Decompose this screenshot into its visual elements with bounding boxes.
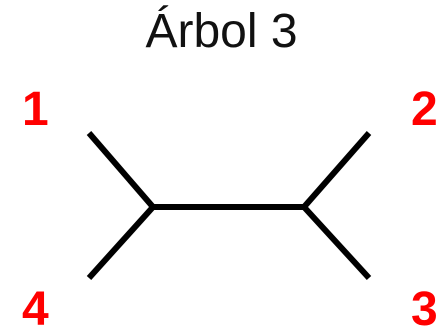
edge-leaf-1 xyxy=(86,131,156,209)
edge-leaf-4 xyxy=(86,204,156,281)
leaf-label-3: 3 xyxy=(411,283,438,336)
leaf-label-1: 1 xyxy=(22,83,49,136)
leaf-label-2: 2 xyxy=(411,83,438,136)
edge-leaf-2 xyxy=(301,131,372,209)
edge-leaf-3 xyxy=(301,204,372,281)
leaf-label-4: 4 xyxy=(22,283,49,336)
diagram-title: Árbol 3 xyxy=(145,5,298,58)
